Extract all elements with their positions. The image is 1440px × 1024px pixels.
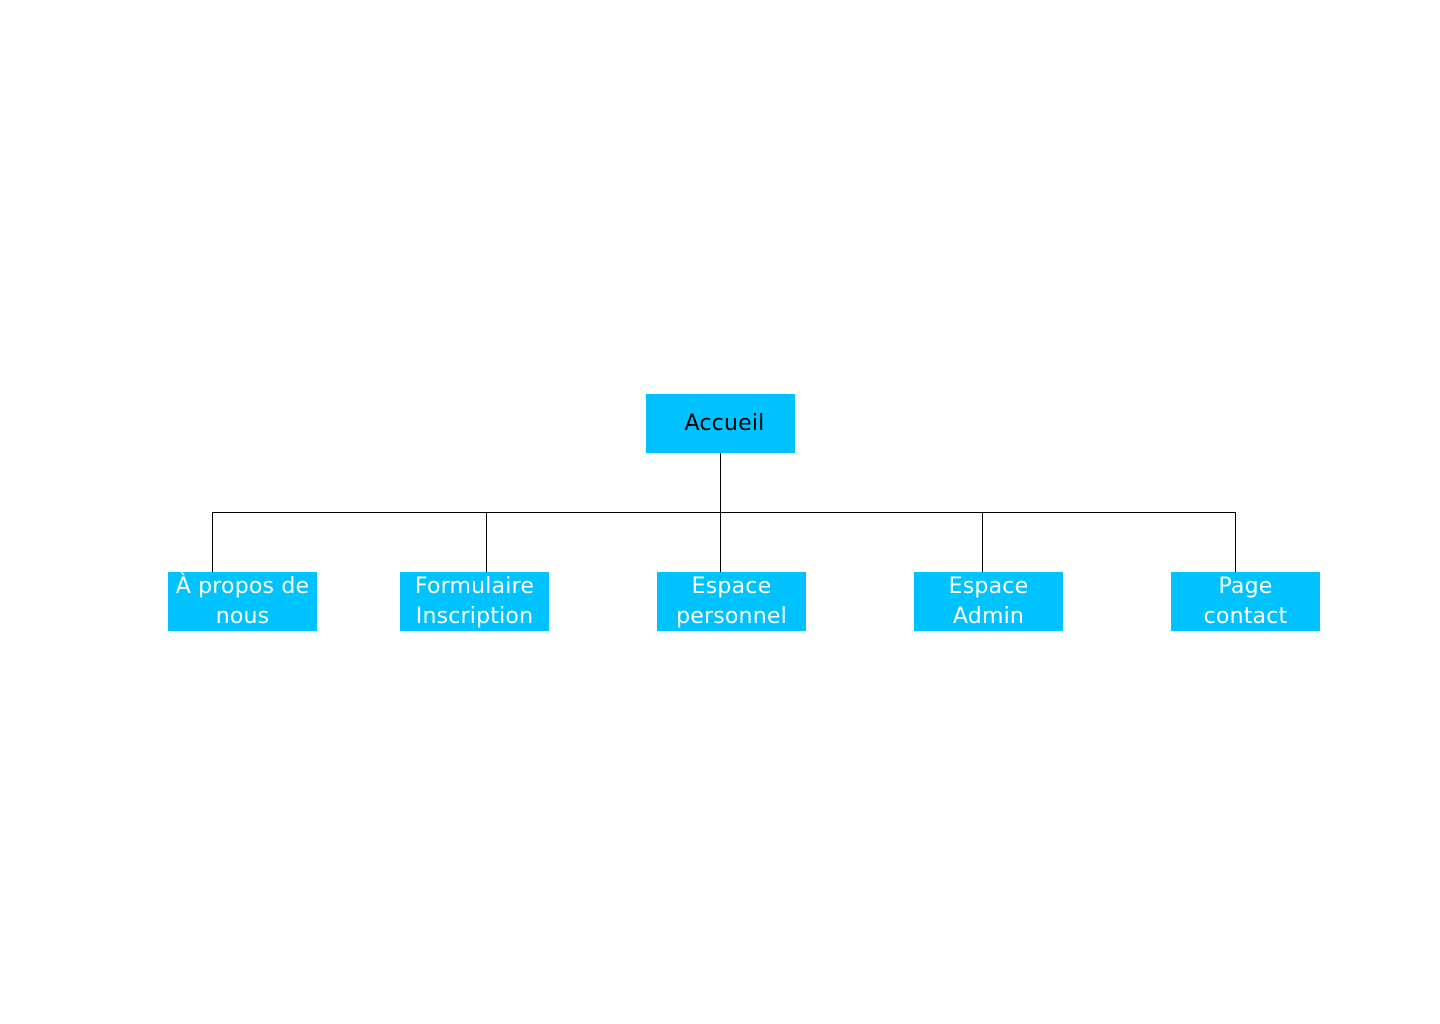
node-espace-personnel-label: Espace personnel [676, 573, 787, 629]
node-page-contact: Page contact [1171, 572, 1320, 631]
node-espace-admin-label: Espace Admin [948, 573, 1029, 629]
node-accueil: Accueil [646, 394, 795, 453]
node-formulaire-inscription: Formulaire Inscription [400, 572, 549, 631]
node-a-propos: À propos de nous [168, 572, 317, 631]
node-accueil-label: Accueil [684, 410, 765, 436]
node-a-propos-label: À propos de nous [175, 573, 310, 629]
node-espace-admin: Espace Admin [914, 572, 1063, 631]
node-page-contact-label: Page contact [1203, 573, 1288, 629]
node-espace-personnel: Espace personnel [657, 572, 806, 631]
node-formulaire-inscription-label: Formulaire Inscription [414, 573, 535, 629]
